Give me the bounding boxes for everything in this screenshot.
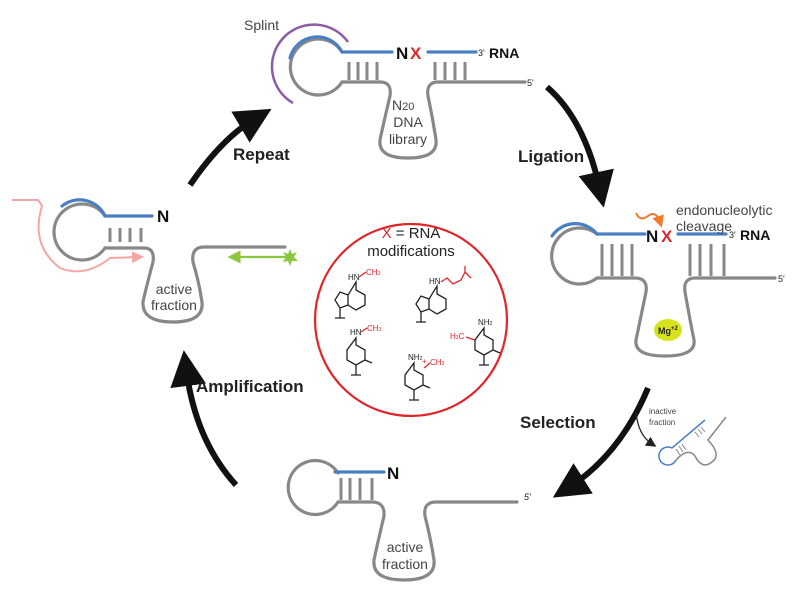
active-label: active — [387, 539, 424, 555]
base-pairs — [600, 244, 726, 276]
x-modification: X — [661, 227, 673, 246]
cleavage-label: cleavage — [676, 218, 732, 234]
rna-strand — [60, 198, 154, 218]
inactive-label: inactive — [649, 407, 677, 416]
n-nucleotide: N — [646, 227, 658, 246]
right-construct: N X 3' RNA 5' endonucleolytic cleavage M… — [550, 202, 785, 358]
cleavage-arrow — [635, 212, 664, 228]
n-nucleotide: N — [157, 207, 169, 226]
dna-strand — [336, 500, 519, 582]
dna-loop — [52, 202, 107, 262]
modifications-subtitle: modifications — [367, 243, 455, 260]
rna-label: RNA — [740, 227, 770, 243]
inactive-fraction: inactive fraction — [635, 407, 727, 466]
dna-library-strand — [340, 80, 527, 160]
dna-loop — [288, 37, 344, 97]
mg-ion — [654, 319, 682, 341]
splint-label: Splint — [244, 17, 279, 33]
i6a-structure: HN — [415, 266, 472, 323]
m6a-structure: HN CH3 — [334, 268, 381, 319]
base-pairs — [339, 478, 374, 500]
top-construct: Splint N X 3' RNA 5' N20 DNA library — [244, 17, 534, 160]
library-label: library — [389, 131, 427, 147]
rna-label: RNA — [489, 45, 519, 61]
endonucleolytic-label: endonucleolytic — [676, 202, 773, 218]
selection-arrow — [552, 386, 651, 498]
dna-loop — [286, 458, 340, 517]
dna-strand — [103, 245, 287, 324]
m3c-structure: NH2 + CH3 — [404, 353, 445, 401]
n-nucleotide: N — [396, 44, 408, 63]
n-nucleotide: N — [387, 464, 399, 483]
svg-text:NH2: NH2 — [408, 353, 423, 362]
dna-label: DNA — [393, 114, 423, 130]
active-label: active — [156, 281, 193, 297]
modifications-title: X = RNA — [382, 225, 441, 242]
x-modification: X — [410, 44, 422, 63]
svg-text:NH2: NH2 — [478, 318, 493, 327]
svg-text:HN: HN — [429, 277, 441, 286]
dna-loop — [550, 226, 599, 286]
svg-text:CH3: CH3 — [430, 358, 445, 367]
step-amplification: Amplification — [196, 377, 304, 396]
bottom-construct: N 5' active fraction — [286, 458, 531, 582]
five-prime-label: 5' — [778, 274, 785, 284]
rna-strand-left — [550, 222, 647, 238]
svg-text:HN: HN — [350, 328, 362, 337]
step-selection: Selection — [520, 413, 596, 432]
five-prime-label: 5' — [527, 78, 534, 88]
dna-strand — [595, 276, 777, 358]
m5c-structure: NH2 H3C — [450, 318, 501, 366]
splint-strand — [270, 23, 350, 105]
svg-text:+: + — [422, 357, 427, 366]
fraction-label: fraction — [151, 297, 197, 313]
three-prime-label: 3' — [478, 48, 485, 58]
base-pairs — [347, 62, 467, 80]
svg-text:CH3: CH3 — [366, 268, 381, 277]
rna-strand-left — [288, 35, 394, 60]
fraction-label: fraction — [649, 418, 675, 427]
three-prime-label: 3' — [729, 230, 736, 240]
step-repeat: Repeat — [233, 145, 290, 164]
fraction-label: fraction — [382, 556, 428, 572]
left-construct: N active fraction — [12, 198, 298, 324]
fluorophore-star-icon — [283, 249, 298, 266]
amplification-arrow — [170, 350, 239, 488]
n20-label: N20 — [392, 97, 414, 113]
five-prime-label: 5' — [524, 492, 531, 502]
step-ligation: Ligation — [518, 147, 584, 166]
svg-text:H3C: H3C — [450, 332, 465, 341]
ligation-arrow — [545, 84, 614, 208]
m4c-structure: HN CH3 — [346, 324, 382, 376]
rna-modifications-panel: X = RNA modifications HN CH3 HN HN CH3 N… — [313, 222, 509, 418]
base-pairs — [108, 228, 143, 242]
repeat-arrow — [187, 108, 272, 187]
svg-text:CH3: CH3 — [367, 324, 382, 333]
mg-label: Mg+2 — [658, 326, 679, 336]
svg-text:HN: HN — [348, 273, 360, 282]
primer-strand — [12, 199, 144, 273]
